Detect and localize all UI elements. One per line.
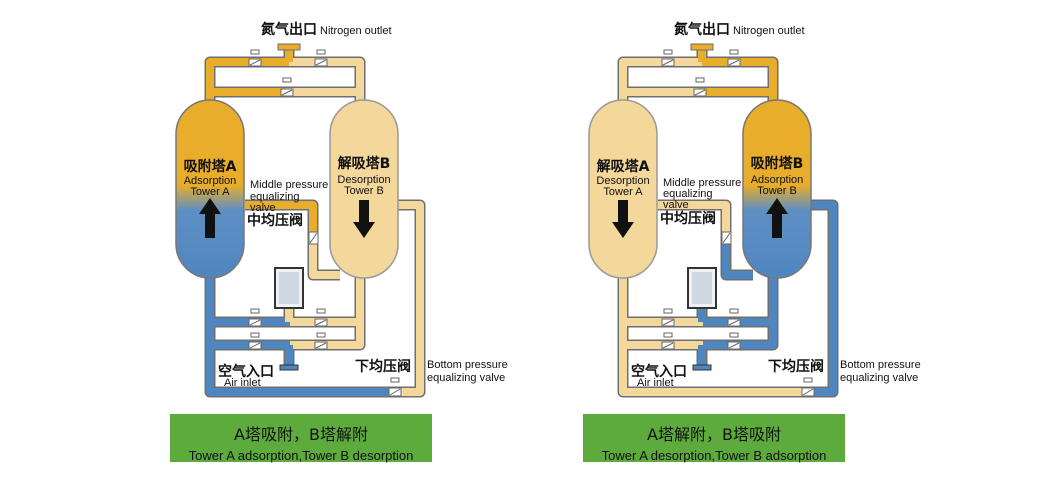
valve-icon (308, 231, 319, 245)
valve-icon (693, 77, 707, 97)
down-arrow-icon (353, 200, 375, 238)
nitrogen-outlet-en: Nitrogen outlet (733, 25, 805, 37)
bottom-valve-en1: Bottom pressure (427, 359, 508, 371)
valve-icon (727, 332, 741, 350)
valve-icon (661, 332, 675, 350)
valve-icon (248, 49, 262, 67)
middle-valve-en2: equalizing (250, 191, 300, 203)
caption-en: Tower A adsorption,Tower B desorption (188, 448, 414, 463)
filter-icon (274, 267, 304, 309)
valve-icon (388, 377, 402, 397)
flow-diagram-left (175, 43, 426, 398)
valve-icon (661, 308, 675, 327)
air-inlet-cn: 空气入口 (218, 364, 274, 380)
tower-a (175, 99, 245, 279)
valve-icons (248, 49, 402, 397)
tower-b-en2: Tower B (757, 185, 797, 197)
tower-a-en1: Adsorption (183, 175, 237, 187)
valve-icon (727, 308, 741, 327)
valve-icons (661, 49, 815, 397)
bottom-valve-en1: Bottom pressure (840, 359, 921, 371)
valve-icon (248, 332, 262, 350)
caption-cn: A塔吸附，B塔解附 (234, 425, 368, 444)
valve-icon (661, 49, 675, 67)
inlet-flange (692, 364, 712, 371)
caption-box-left: A塔吸附，B塔解附 Tower A adsorption,Tower B des… (170, 414, 432, 463)
diagram-panel-left: 氮气出口 Nitrogen outlet 吸附塔A Adsorption Tow… (170, 22, 508, 463)
tower-b-en1: Desorption (337, 174, 391, 186)
air-inlet-cn: 空气入口 (631, 364, 687, 380)
diagram-panel-right: 氮气出口 Nitrogen outlet 解吸塔A Desorption Tow… (413, 0, 935, 493)
tower-a-cn: 吸附塔A (183, 159, 237, 175)
tower-b (329, 99, 399, 279)
tower-a-en1: Desorption (596, 175, 650, 187)
middle-valve-en2: equalizing (663, 188, 713, 200)
nitrogen-outlet-cn: 氮气出口 (261, 22, 317, 38)
tower-b-en2: Tower B (344, 185, 384, 197)
caption-en: Tower A desorption,Tower B adsorption (601, 448, 827, 463)
bottom-valve-en2: equalizing valve (840, 372, 919, 384)
tower-b-cn: 解吸塔B (337, 156, 391, 172)
middle-valve-en3: valve (663, 199, 689, 211)
inlet-flange (279, 364, 299, 371)
valve-icon (727, 49, 741, 67)
air-inlet-en: Air inlet (637, 377, 674, 389)
tower-a-cn: 解吸塔A (596, 159, 650, 175)
middle-valve-en1: Middle pressure (250, 179, 329, 191)
bottom-valve-cn: 下均压阀 (768, 359, 824, 375)
middle-valve-cn: 中均压阀 (660, 211, 716, 227)
tower-a-en2: Tower A (603, 186, 643, 198)
air-inlet-en: Air inlet (224, 377, 261, 389)
caption-box-right: A塔解附，B塔吸附 Tower A desorption,Tower B ads… (583, 414, 845, 463)
nitrogen-outlet-en: Nitrogen outlet (320, 25, 392, 37)
valve-icon (314, 332, 328, 350)
valve-icon (314, 49, 328, 67)
middle-valve-en1: Middle pressure (663, 177, 742, 189)
valve-icon (280, 77, 294, 97)
bottom-valve-en2: equalizing valve (427, 372, 506, 384)
outlet-flange (690, 43, 714, 51)
bottom-valve-cn: 下均压阀 (355, 359, 411, 375)
tower-a-en2: Tower A (190, 186, 230, 198)
filter-icon (687, 267, 717, 309)
valve-icon (721, 231, 732, 245)
tower-b (742, 99, 812, 279)
middle-valve-en3: valve (250, 202, 276, 214)
tower-b-cn: 吸附塔B (750, 156, 804, 172)
up-arrow-icon (199, 198, 221, 238)
valve-icon (248, 308, 262, 327)
valve-icon (801, 377, 815, 397)
middle-valve-cn: 中均压阀 (247, 213, 303, 229)
valve-icon (314, 308, 328, 327)
caption-cn: A塔解附，B塔吸附 (647, 425, 781, 444)
tower-b-en1: Adsorption (750, 174, 804, 186)
nitrogen-outlet-cn: 氮气出口 (674, 22, 730, 38)
outlet-flange (277, 43, 301, 51)
up-arrow-icon (766, 198, 788, 238)
down-arrow-icon (612, 200, 634, 238)
tower-a (588, 99, 658, 279)
flow-diagram-right (588, 43, 839, 398)
